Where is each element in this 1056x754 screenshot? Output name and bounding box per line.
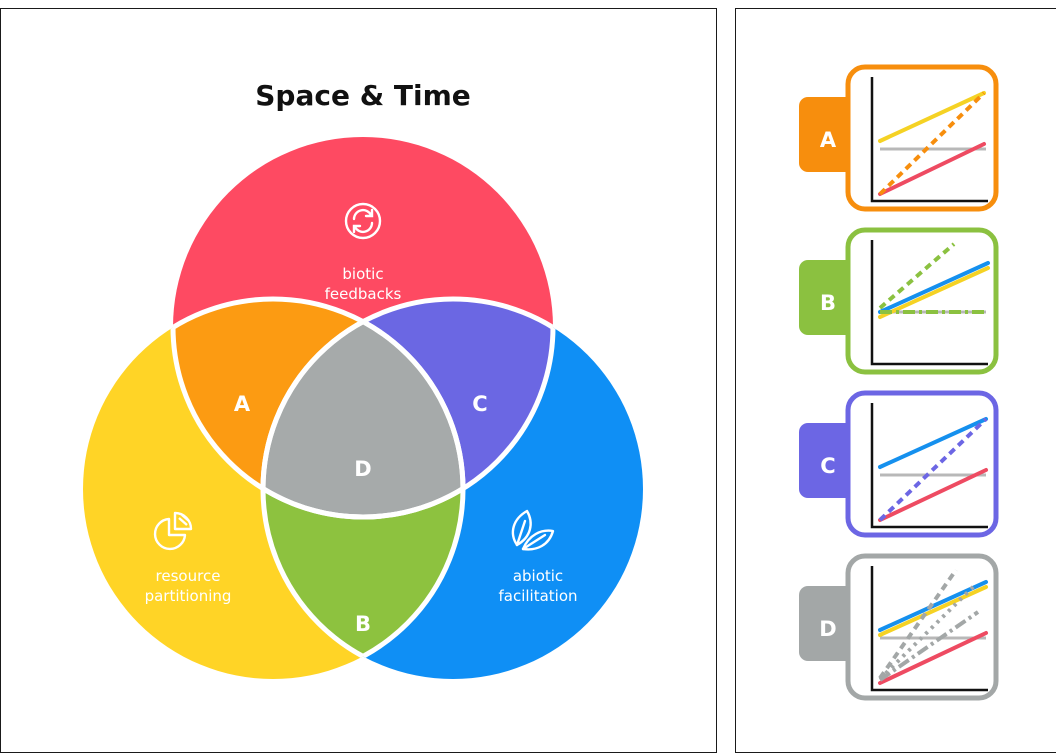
scenario-cards: A B C D — [799, 64, 999, 701]
trend-line — [878, 585, 988, 637]
trend-line — [878, 142, 986, 196]
region-D-label: D — [354, 457, 371, 481]
scenario-card-c: C — [799, 390, 999, 538]
card-tab — [799, 97, 859, 172]
abiotic-label-line1: abiotic — [513, 567, 563, 585]
venn-panel: Space & Time A C D B — [0, 8, 717, 753]
trend-line — [878, 242, 956, 310]
card-frame — [845, 64, 999, 212]
scenario-panel: A B C D — [735, 8, 1056, 753]
resource-label-line1: resource — [156, 567, 221, 585]
axes — [870, 240, 988, 366]
card-label: C — [820, 454, 835, 478]
trend-line — [878, 631, 988, 685]
axes — [870, 403, 988, 529]
trend-line — [878, 91, 986, 196]
region-C-label: C — [472, 392, 487, 416]
axes — [870, 566, 988, 692]
card-label: A — [820, 128, 837, 152]
trend-line — [878, 417, 988, 522]
trend-line — [878, 584, 976, 681]
venn-diagram: Space & Time A C D B — [83, 79, 643, 679]
pie-chart-icon — [153, 511, 193, 551]
trend-line — [878, 610, 980, 682]
region-A-label: A — [234, 392, 251, 416]
card-label: D — [819, 617, 836, 641]
region-B-label: B — [355, 612, 371, 636]
scenario-card-d: D — [799, 553, 999, 701]
axes — [870, 77, 988, 203]
card-label: B — [820, 291, 836, 315]
scenario-card-b: B — [799, 227, 999, 375]
trend-line — [878, 417, 988, 469]
trend-line — [878, 91, 986, 143]
card-frame — [845, 390, 999, 538]
card-frame — [845, 227, 999, 375]
card-tab — [799, 260, 859, 335]
trend-line — [878, 568, 958, 680]
biotic-label-line2: feedbacks — [325, 285, 402, 303]
card-tab — [799, 423, 859, 498]
diagram-title: Space & Time — [255, 79, 470, 112]
card-tab — [799, 586, 859, 661]
trend-line — [878, 261, 990, 314]
region-D — [263, 299, 463, 517]
scenario-card-a: A — [799, 64, 999, 212]
card-frame — [845, 553, 999, 701]
cycle-arrows-icon — [344, 202, 382, 240]
trend-line — [878, 266, 990, 319]
resource-label-line2: partitioning — [145, 587, 232, 605]
abiotic-label-line2: facilitation — [498, 587, 577, 605]
trend-line — [878, 468, 988, 522]
biotic-label-line1: biotic — [342, 265, 383, 283]
leaves-icon — [511, 509, 555, 551]
